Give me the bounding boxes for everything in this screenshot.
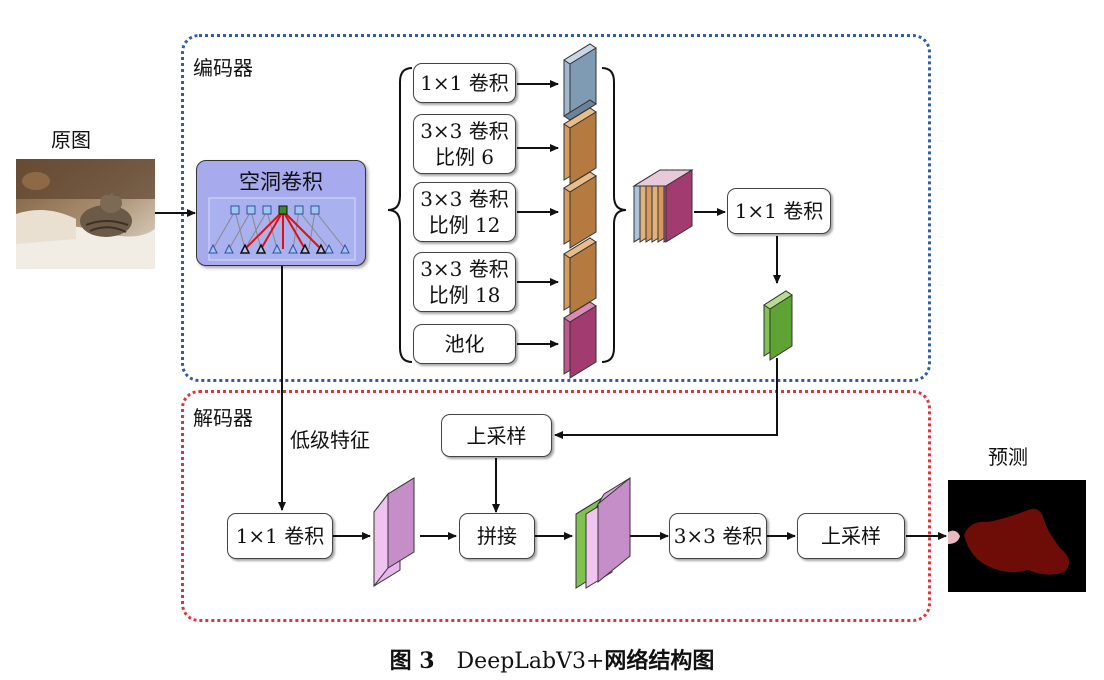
branch-conv3x3-rate12-line2: 比例 12 bbox=[428, 213, 501, 237]
encoder-region bbox=[181, 34, 931, 382]
branch-conv3x3-rate18-line1: 3×3 卷积 bbox=[420, 257, 509, 281]
branch-conv3x3-rate12-line1: 3×3 卷积 bbox=[420, 187, 509, 211]
feature-map-branch1 bbox=[563, 43, 597, 121]
output-label: 预测 bbox=[988, 445, 1028, 469]
feature-map-branch3 bbox=[563, 171, 597, 249]
left-brace bbox=[387, 67, 413, 363]
feature-map-branch2 bbox=[563, 107, 597, 185]
prediction-mask bbox=[948, 480, 1086, 592]
branch-conv3x3-rate6-line2: 比例 6 bbox=[434, 145, 495, 169]
feature-map-decoder-concat bbox=[575, 476, 631, 589]
branch-pooling-label: 池化 bbox=[444, 332, 485, 356]
decoder-low-conv1x1-label: 1×1 卷积 bbox=[235, 524, 325, 548]
decoder-label: 解码器 bbox=[193, 406, 253, 430]
atrous-kernel-icon bbox=[208, 197, 356, 261]
fuse-conv1x1-label: 1×1 卷积 bbox=[734, 199, 824, 223]
fuse-conv1x1: 1×1 卷积 bbox=[727, 188, 831, 234]
branch-conv3x3-rate6: 3×3 卷积 比例 6 bbox=[413, 114, 516, 174]
figure-caption: 图 3 DeepLabV3+网络结构图 bbox=[0, 643, 1104, 675]
feature-map-concat bbox=[632, 169, 694, 243]
arrow-green-to-upsample bbox=[554, 358, 778, 439]
feature-map-low-level bbox=[373, 477, 415, 588]
input-label: 原图 bbox=[51, 128, 91, 152]
branch-conv3x3-rate18: 3×3 卷积 比例 18 bbox=[413, 252, 516, 312]
branch-conv3x3-rate6-line1: 3×3 卷积 bbox=[420, 119, 509, 143]
branch-conv1x1: 1×1 卷积 bbox=[413, 63, 516, 103]
atrous-conv-block: 空洞卷积 bbox=[196, 160, 366, 266]
input-image bbox=[16, 159, 155, 269]
caption-suffix: 网络结构图 bbox=[604, 648, 715, 674]
decoder-concat-label: 拼接 bbox=[477, 524, 517, 548]
decoder-conv3x3-label: 3×3 卷积 bbox=[673, 524, 763, 548]
feature-map-branch4 bbox=[563, 237, 597, 315]
right-brace bbox=[601, 67, 627, 363]
atrous-conv-title: 空洞卷积 bbox=[239, 170, 323, 194]
decoder-upsample-1: 上采样 bbox=[441, 414, 552, 457]
decoder-region bbox=[181, 390, 931, 622]
branch-conv3x3-rate12: 3×3 卷积 比例 12 bbox=[413, 182, 516, 242]
decoder-conv3x3: 3×3 卷积 bbox=[669, 513, 767, 559]
low-level-feature-label: 低级特征 bbox=[290, 428, 370, 452]
decoder-upsample-2-label: 上采样 bbox=[821, 524, 881, 548]
feature-map-encoder-output bbox=[763, 290, 793, 361]
branch-pooling: 池化 bbox=[413, 324, 516, 364]
decoder-upsample-1-label: 上采样 bbox=[466, 423, 527, 448]
feature-map-branch5 bbox=[563, 301, 597, 379]
encoder-label: 编码器 bbox=[193, 56, 253, 80]
caption-prefix: 图 3 bbox=[389, 648, 435, 674]
branch-conv1x1-label: 1×1 卷积 bbox=[420, 71, 509, 95]
caption-model: DeepLabV3+ bbox=[456, 649, 605, 674]
decoder-upsample-2: 上采样 bbox=[797, 513, 905, 559]
decoder-concat: 拼接 bbox=[459, 513, 535, 559]
branch-conv3x3-rate18-line2: 比例 18 bbox=[428, 283, 501, 307]
decoder-low-conv1x1: 1×1 卷积 bbox=[227, 513, 333, 559]
